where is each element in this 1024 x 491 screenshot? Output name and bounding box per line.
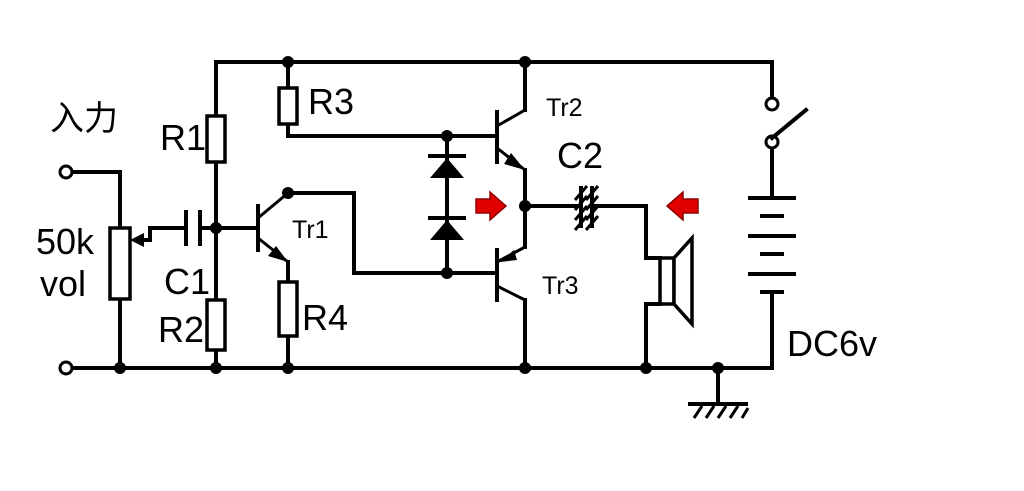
pot-name-label: vol bbox=[40, 263, 86, 304]
r1-label: R1 bbox=[160, 117, 206, 158]
r3-label: R3 bbox=[308, 81, 354, 122]
left-arrow-icon bbox=[665, 190, 699, 222]
r2-label: R2 bbox=[158, 309, 204, 350]
capacitor-c2 bbox=[573, 185, 600, 231]
c2-label: C2 bbox=[557, 135, 603, 176]
c1-label: C1 bbox=[164, 261, 210, 302]
resistor-r1 bbox=[205, 114, 227, 164]
r4-label: R4 bbox=[302, 297, 348, 338]
resistor-r4 bbox=[277, 280, 299, 338]
transistor-tr1 bbox=[256, 191, 289, 264]
transistor-tr3 bbox=[495, 245, 526, 302]
tr2-label: Tr2 bbox=[546, 94, 583, 122]
right-arrow-icon bbox=[475, 190, 508, 222]
pot-value-label: 50k bbox=[36, 221, 95, 262]
ground-icon bbox=[688, 402, 750, 419]
speaker-icon bbox=[644, 233, 694, 329]
switch-icon bbox=[764, 96, 809, 150]
capacitor-c1 bbox=[184, 210, 202, 246]
tr3-label: Tr3 bbox=[542, 272, 579, 300]
input-label: 入力 bbox=[50, 99, 118, 139]
wires bbox=[64, 60, 774, 406]
transistor-tr2 bbox=[495, 108, 526, 172]
tr1-label: Tr1 bbox=[292, 216, 329, 244]
resistor-r3 bbox=[277, 86, 299, 126]
input-terminals bbox=[58, 164, 74, 376]
supply-label: DC6v bbox=[787, 323, 877, 364]
battery-icon bbox=[748, 196, 796, 308]
diodes bbox=[428, 154, 466, 240]
resistor-r2 bbox=[205, 298, 227, 352]
potentiometer bbox=[108, 226, 144, 301]
